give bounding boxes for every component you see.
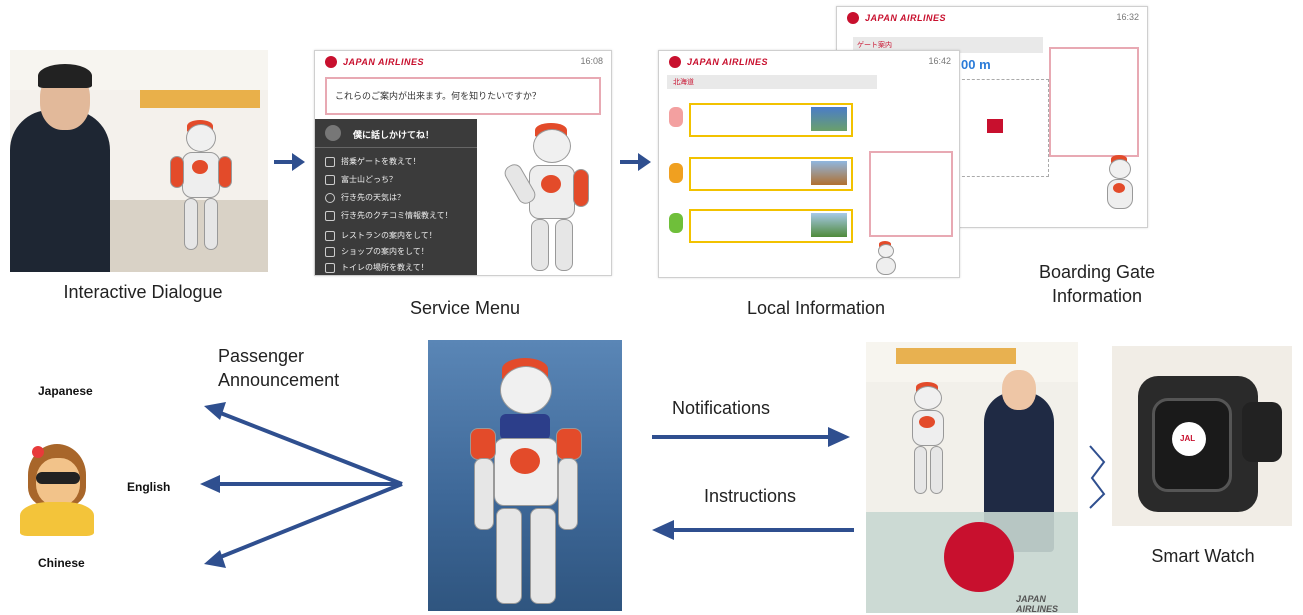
robot-figure [1099,155,1139,225]
boarding-header: JAPAN AIRLINES [837,7,1147,29]
gate-icon [325,157,335,167]
boarding-gate-caption: Boarding Gate Information [1038,262,1156,306]
local-section-bar [667,75,877,89]
menu-item-restaurant[interactable]: レストランの案内をして！ [341,231,437,240]
arrow-right-icon [652,427,850,447]
passenger-avatar [20,440,100,540]
language-english: English [127,480,171,494]
watch-brand: JAL [1180,434,1196,443]
scarf [500,414,550,440]
microphone-icon [325,125,341,141]
sunglasses-icon [36,472,80,484]
local-header: JAPAN AIRLINES [659,51,959,73]
service-header: JAPAN AIRLINES [315,51,611,73]
staff-robot-photo: JAPAN AIRLINES [866,342,1078,613]
arrow-right-icon [274,153,305,171]
local-brand: JAPAN AIRLINES [687,57,769,67]
local-bubble [869,151,953,237]
local-time: 16:42 [928,56,951,66]
boarding-distance: 00 m [961,57,991,72]
jal-logo-icon [847,12,859,24]
service-question-bubble: これらのご案内が出来ます。何を知りたいですか？ [325,77,601,115]
jal-crane-logo [944,522,1014,592]
smart-watch-photo: JAL [1112,346,1292,526]
menu-item-weather[interactable]: 行き先の天気は？ [341,193,405,202]
gate-marker-icon [987,119,1003,133]
mountain-icon [325,175,335,185]
person-icon [669,163,683,183]
menu-title: 僕に話しかけてね！ [353,130,435,140]
document-icon [325,211,335,221]
service-menu-panel: 僕に話しかけてね！ 搭乗ゲートを教えて！ 富士山どっち？ 行き先の天気は？ 行き… [315,119,477,275]
local-information-caption: Local Information [746,298,886,318]
local-section: 北海道 [673,79,694,86]
person-icon [669,213,683,233]
info-row [689,157,853,191]
jal-logo-icon [669,56,681,68]
boarding-bubble [1049,47,1139,157]
menu-item-reviews[interactable]: 行き先のクチコミ情報教えて！ [341,211,453,220]
hand-icon [325,263,335,273]
boarding-section: ゲート案内 [857,42,892,49]
menu-item-shop[interactable]: ショップの案内をして！ [341,247,429,256]
menu-item-toilet[interactable]: トイレの場所を教えて！ [341,263,429,272]
notifications-caption: Notifications [672,398,771,418]
interactive-dialogue-photo [10,50,268,272]
sun-icon [325,193,335,203]
arrow-right-icon [620,153,651,171]
menu-item-fuji[interactable]: 富士山どっち？ [341,175,397,184]
gate-map [957,79,1049,177]
menu-item-gate[interactable]: 搭乗ゲートを教えて！ [341,157,421,166]
language-chinese: Chinese [38,556,85,570]
boarding-section-bar [853,37,1043,53]
interactive-dialogue-caption: Interactive Dialogue [63,282,223,302]
watch-app-icon [1172,422,1206,456]
language-japanese: Japanese [38,384,93,398]
info-row [689,103,853,137]
info-row [689,209,853,243]
service-menu-screen: JAPAN AIRLINES 16:08 これらのご案内が出来ます。何を知りたい… [314,50,612,276]
hand-icon [325,231,335,241]
desk-brand: JAPAN AIRLINES [1016,594,1059,613]
service-time: 16:08 [580,56,603,66]
robot-figure [871,241,901,275]
wireless-link-icon [1089,445,1106,509]
local-information-screen: JAPAN AIRLINES 16:42 北海道 [658,50,960,278]
jal-logo-icon [325,56,337,68]
passenger-announcement-caption: Passenger Announcement [218,346,340,390]
person-icon [669,107,683,127]
service-menu-caption: Service Menu [409,298,521,318]
flower-icon [32,446,44,458]
robot-figure [501,123,591,273]
robot-photo [428,340,622,611]
instructions-caption: Instructions [704,486,797,506]
announcement-arrows [200,402,403,568]
service-brand: JAPAN AIRLINES [343,57,425,67]
boarding-time: 16:32 [1116,12,1139,22]
boarding-brand: JAPAN AIRLINES [865,13,947,23]
smart-watch-caption: Smart Watch [1151,546,1255,566]
arrow-left-icon [652,520,854,540]
hand-icon [325,247,335,257]
